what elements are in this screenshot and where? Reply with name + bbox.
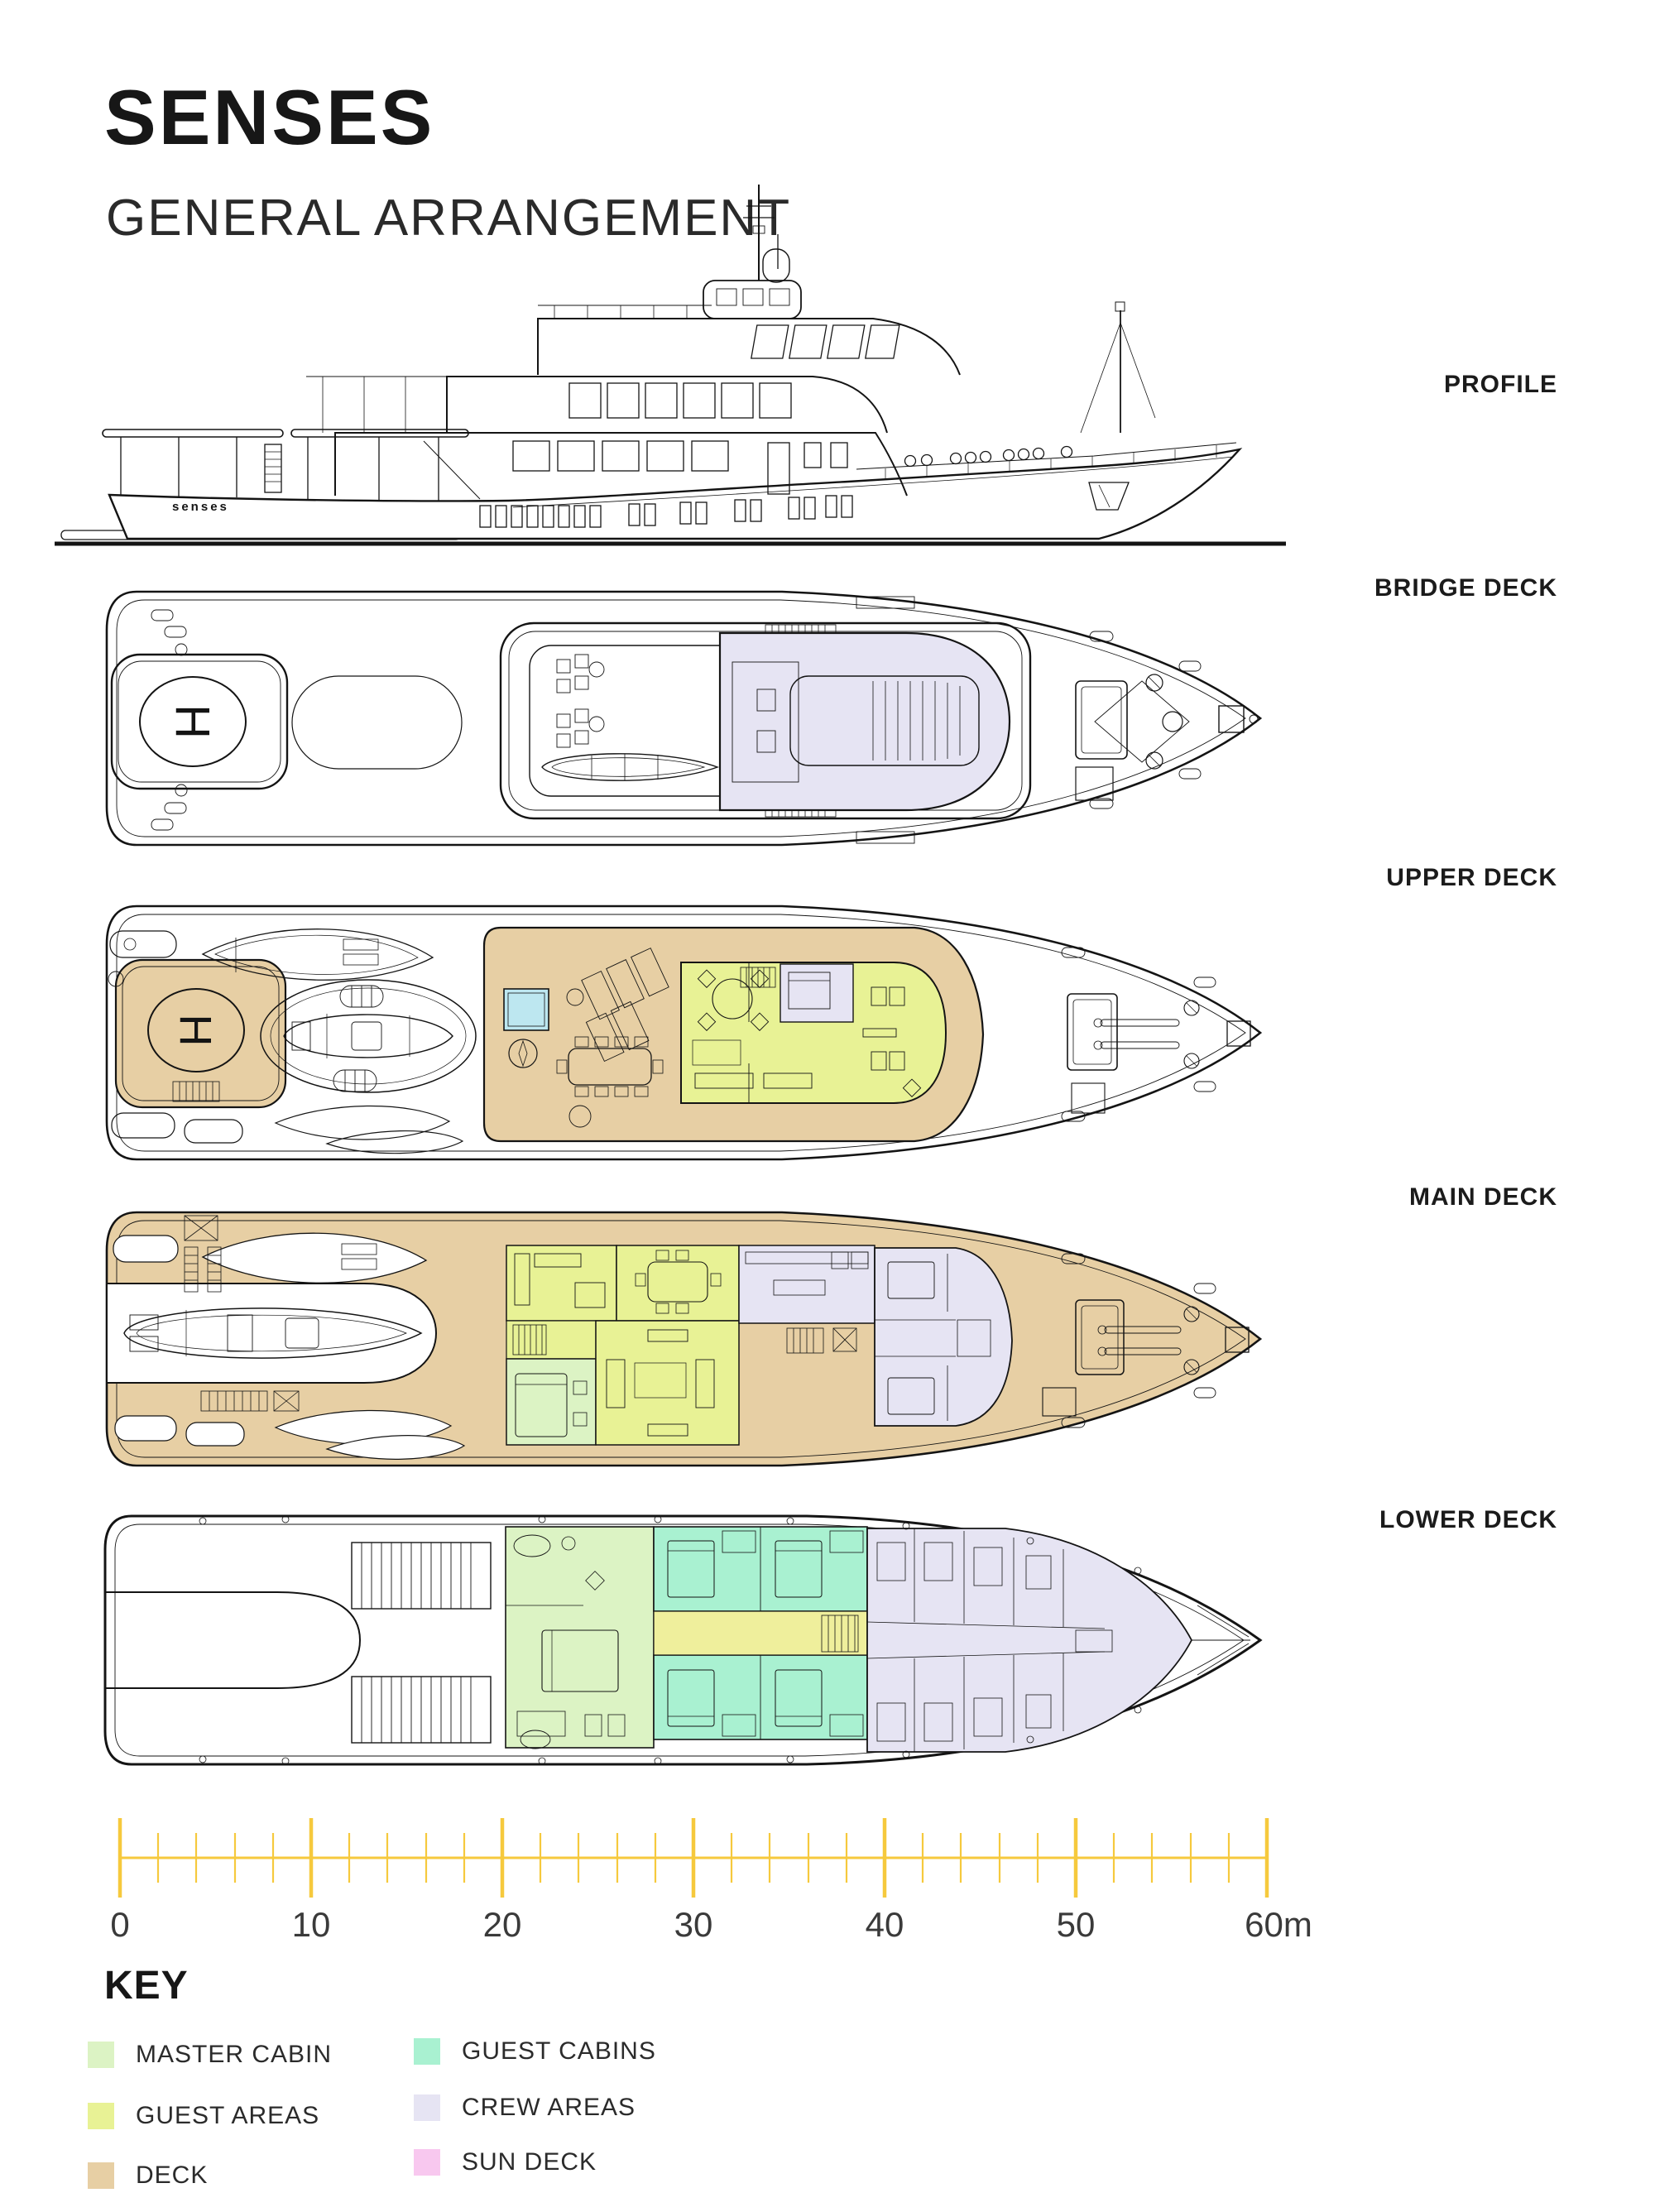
svg-text:40: 40 [866, 1905, 904, 1944]
portholes [904, 445, 1073, 468]
profile-drawing: senses [55, 185, 1286, 546]
mid-house-windows [568, 382, 792, 419]
deck-plan-lower [103, 1514, 1263, 1766]
upper-crew-pantry [780, 963, 854, 1023]
legend-item-master-cabin: MASTER CABIN [88, 2041, 332, 2069]
page-subtitle: GENERAL ARRANGEMENT [106, 190, 792, 247]
main-house-windows [512, 440, 848, 495]
legend-label-crew-areas: CREW AREAS [462, 2094, 636, 2121]
legend-swatch-crew-areas [414, 2094, 440, 2121]
main-saloon [595, 1320, 740, 1446]
svg-text:0: 0 [110, 1905, 129, 1944]
legend-label-guest-areas: GUEST AREAS [136, 2102, 320, 2129]
legend-swatch-master-cabin [88, 2042, 114, 2068]
scale-major-ticks [118, 1818, 1269, 1898]
page-title: SENSES [104, 74, 435, 161]
legend-swatch-guest-areas [88, 2103, 114, 2129]
legend-swatch-sun-deck [414, 2149, 440, 2176]
garage-opening [105, 1591, 362, 1689]
master-cabin [505, 1526, 655, 1749]
main-fore-cabins [874, 1247, 1013, 1427]
legend-item-sun-deck: SUN DECK [414, 2148, 597, 2176]
bridge-windows [751, 324, 900, 359]
legend-swatch-deck [88, 2162, 114, 2189]
legend-label-master-cabin: MASTER CABIN [136, 2041, 333, 2068]
section-label-lower-deck: LOWER DECK [1379, 1506, 1557, 1533]
svg-text:20: 20 [483, 1905, 522, 1944]
hull-name-text: senses [172, 500, 229, 514]
deck-plan-bridge: H [105, 590, 1263, 847]
lower-portholes [199, 1515, 1142, 1765]
guest-corridor [653, 1610, 868, 1656]
sky-lounge [680, 962, 947, 1104]
sun-loungers [581, 948, 669, 1020]
legend-swatch-guest-cabins [414, 2038, 440, 2065]
hull-windows [479, 495, 853, 528]
legend-item-crew-areas: CREW AREAS [414, 2094, 636, 2122]
upper-helipad-letter: H [170, 1015, 220, 1047]
scale-minor-ticks [156, 1833, 1230, 1883]
key-heading: KEY [104, 1964, 189, 2008]
deck-plan-main [105, 1211, 1263, 1467]
main-cabin-green [506, 1358, 597, 1446]
section-label-upper-deck: UPPER DECK [1386, 864, 1557, 891]
pool [503, 988, 549, 1031]
scale-labels: 0 10 20 30 40 50 60m [110, 1905, 1312, 1944]
section-label-main-deck: MAIN DECK [1409, 1183, 1557, 1211]
crew-quarters [866, 1528, 1193, 1753]
legend-label-deck: DECK [136, 2162, 209, 2189]
deck-seating [556, 654, 605, 748]
svg-text:60m: 60m [1245, 1905, 1312, 1944]
svg-text:10: 10 [292, 1905, 331, 1944]
svg-text:30: 30 [674, 1905, 713, 1944]
legend-label-sun-deck: SUN DECK [462, 2148, 597, 2176]
main-study [506, 1245, 617, 1322]
main-stair [786, 1327, 857, 1354]
main-dining [616, 1245, 740, 1322]
main-galley [738, 1245, 875, 1324]
upper-stair [740, 967, 776, 988]
deck-plan-upper: H [105, 904, 1263, 1161]
legend-item-deck: DECK [88, 2162, 208, 2190]
svg-text:50: 50 [1057, 1905, 1096, 1944]
bridge-helipad-letter: H [166, 704, 219, 739]
section-label-bridge-deck: BRIDGE DECK [1374, 574, 1557, 602]
legend-item-guest-areas: GUEST AREAS [88, 2102, 319, 2130]
main-lobby [506, 1320, 597, 1360]
section-label-profile: PROFILE [1443, 371, 1557, 398]
legend-label-guest-cabins: GUEST CABINS [462, 2037, 656, 2065]
legend-item-guest-cabins: GUEST CABINS [414, 2037, 656, 2066]
lower-stairs-aft [351, 1542, 492, 1744]
wheelhouse-area [718, 631, 1011, 812]
scale-bar: 0 10 20 30 40 50 60m [110, 1818, 1312, 1944]
